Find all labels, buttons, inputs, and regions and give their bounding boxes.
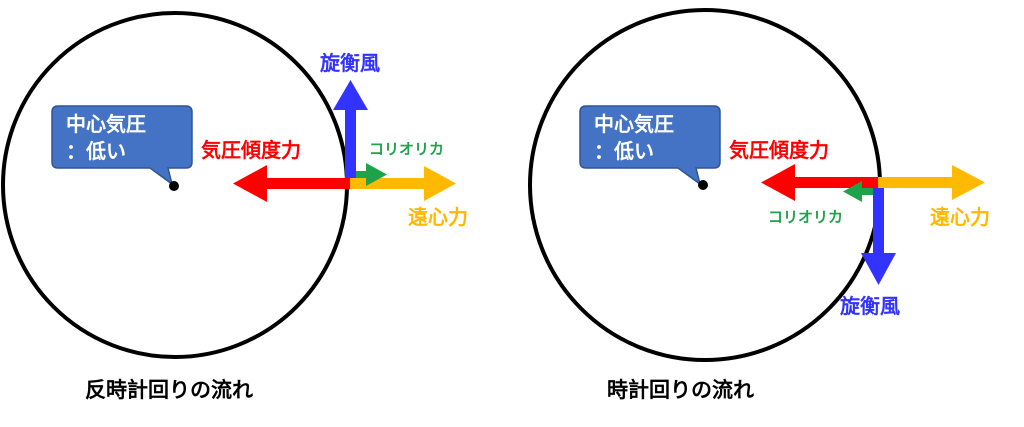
right-gradient-wind-arrow [861, 188, 896, 285]
right-coriolis-arrow [843, 181, 875, 202]
left-callout-line2: ：低い [66, 139, 126, 163]
left-diagram: 中心気圧 ：低い 旋衡風 気圧傾度力 コリオリカ 遠心力 反時計回りの流れ [1, 11, 468, 402]
right-callout: 中心気圧 ：低い [579, 105, 721, 186]
left-pressure-gradient-arrow [233, 165, 350, 202]
left-coriolis-label: コリオリカ [369, 140, 444, 158]
left-center-dot [169, 181, 179, 191]
left-gradient-wind-label: 旋衡風 [319, 51, 380, 75]
right-callout-line1: 中心気圧 [594, 112, 674, 136]
left-coriolis-arrow [352, 163, 387, 186]
right-gradient-wind-label: 旋衡風 [839, 294, 900, 318]
left-pressure-gradient-label: 気圧傾度力 [201, 138, 301, 162]
right-callout-line2: ：低い [594, 139, 654, 163]
right-pressure-gradient-label: 気圧傾度力 [729, 138, 829, 162]
left-centrifugal-arrow [350, 166, 456, 201]
right-coriolis-label: コリオリカ [768, 208, 843, 226]
left-callout: 中心気圧 ：低い [51, 105, 193, 186]
left-caption: 反時計回りの流れ [85, 378, 253, 402]
left-callout-line1: 中心気圧 [66, 112, 146, 136]
right-center-dot [698, 180, 708, 190]
right-caption: 時計回りの流れ [607, 378, 754, 402]
right-diagram: 中心気圧 ：低い 気圧傾度力 コリオリカ 遠心力 旋衡風 時計回りの流れ [528, 8, 990, 402]
left-centrifugal-label: 遠心力 [408, 205, 468, 229]
right-centrifugal-label: 遠心力 [930, 205, 990, 229]
right-pressure-gradient-arrow [761, 164, 878, 201]
right-centrifugal-arrow [878, 165, 985, 200]
left-gradient-wind-arrow [333, 80, 368, 178]
